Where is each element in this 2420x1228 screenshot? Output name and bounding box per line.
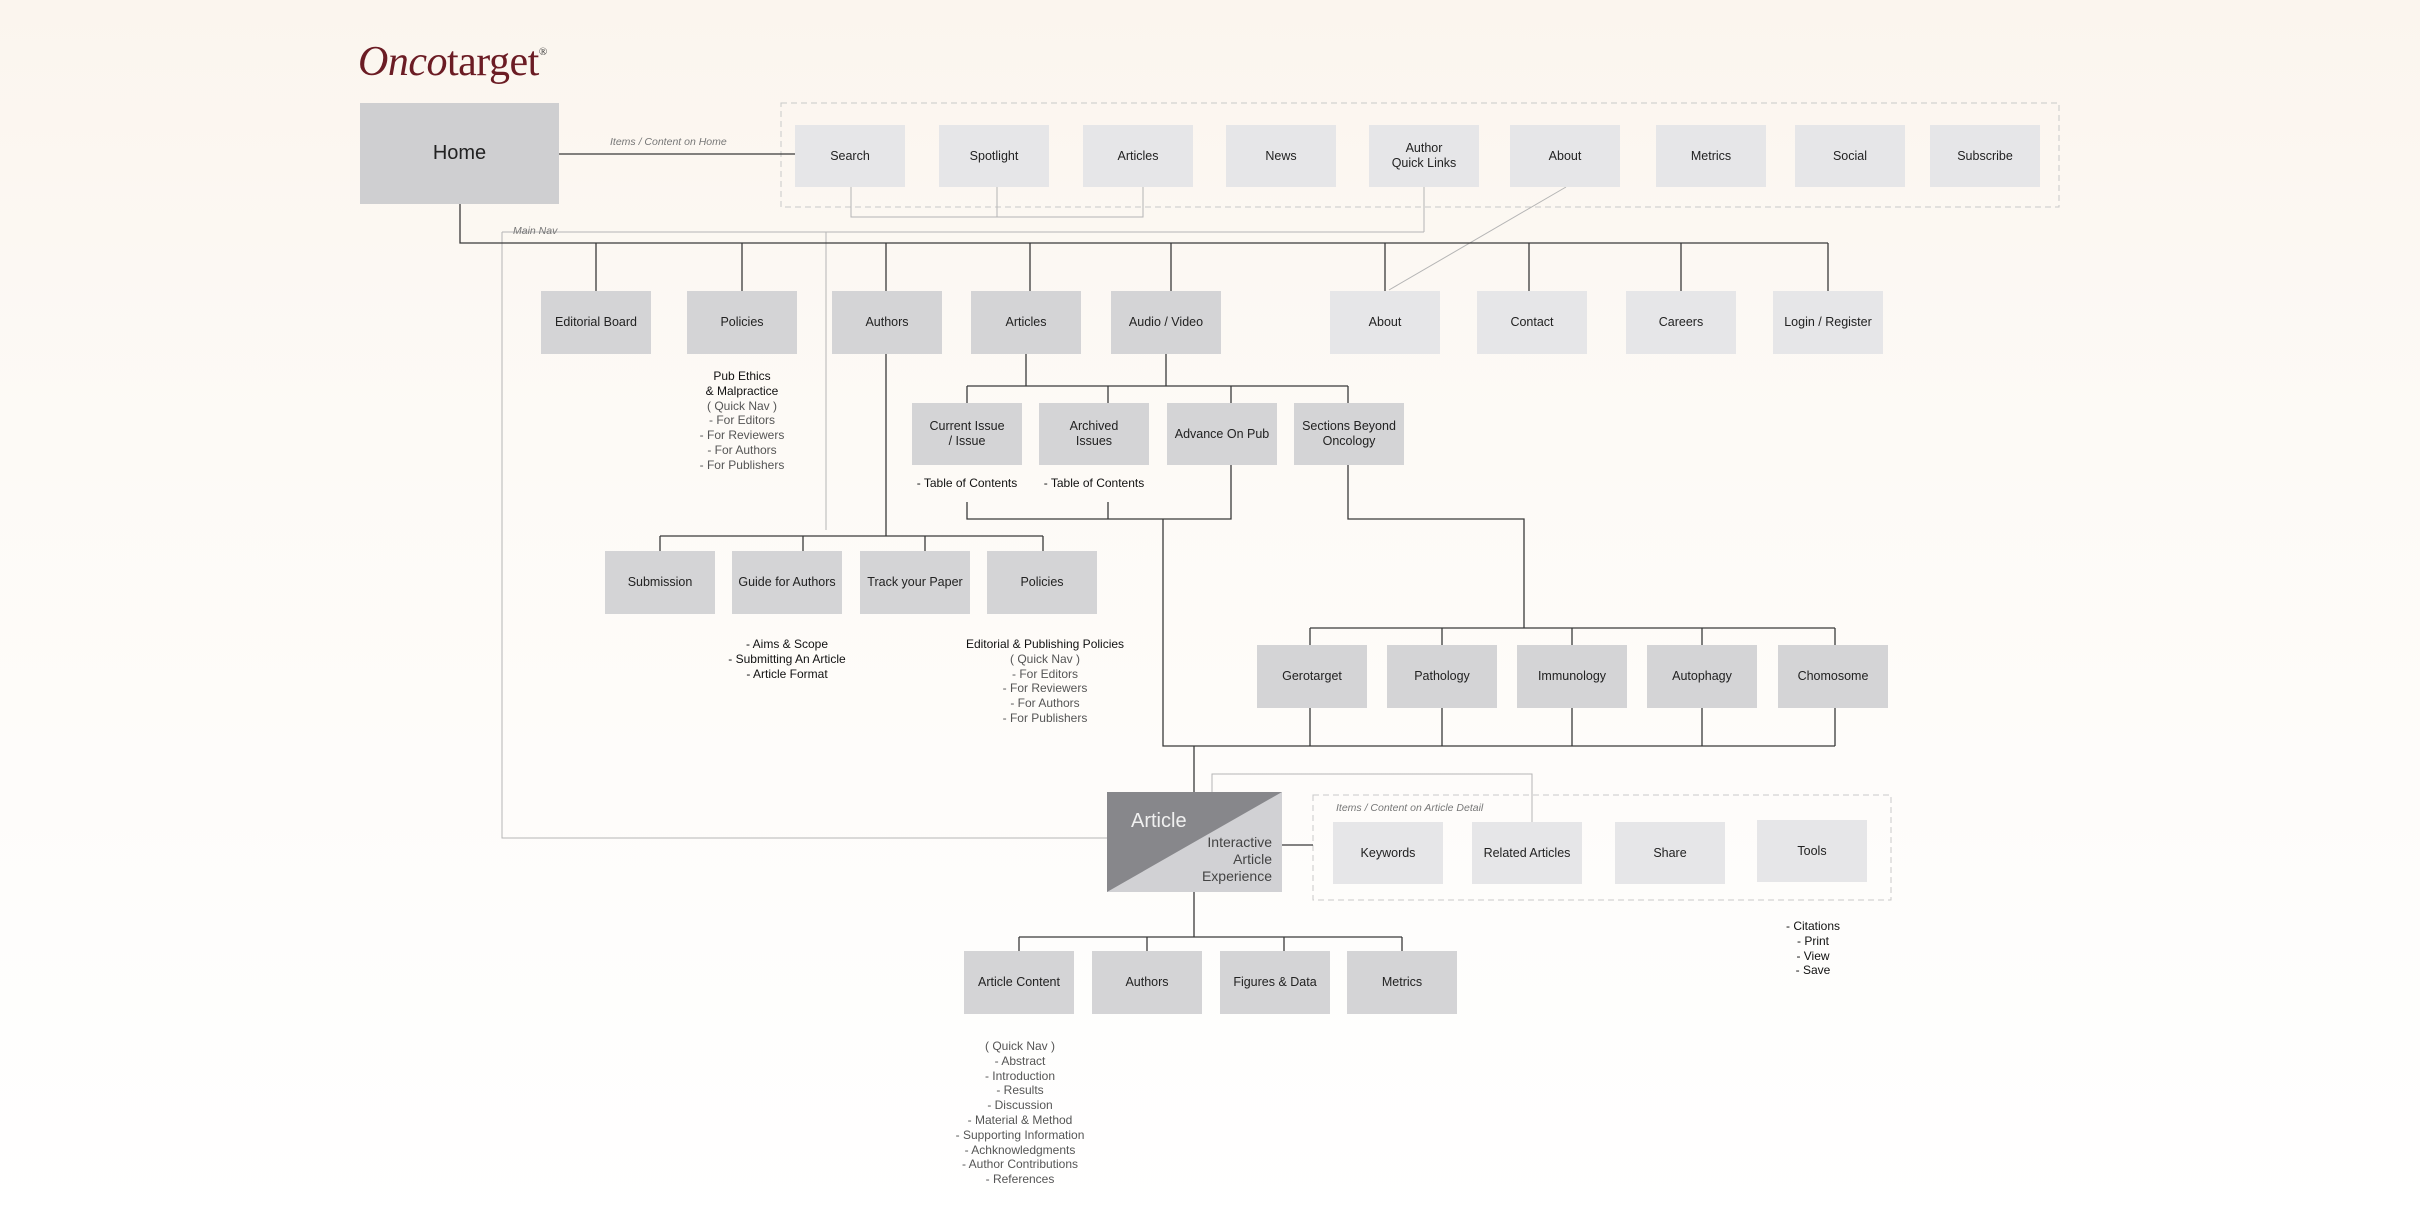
node-articles[interactable]: Articles [971,291,1081,354]
notes-current-issue: - Table of Contents [916,476,1018,490]
node-chomosome[interactable]: Chomosome [1778,645,1888,708]
node-home-news[interactable]: News [1226,125,1336,187]
node-archived-issues[interactable]: Archived Issues [1039,403,1149,465]
node-immunology[interactable]: Immunology [1517,645,1627,708]
oncotarget-logo[interactable]: Oncotarget® [358,39,547,85]
node-share[interactable]: Share [1615,822,1725,884]
node-home-about[interactable]: About [1510,125,1620,187]
node-authors-policies[interactable]: Policies [987,551,1097,614]
node-login-register[interactable]: Login / Register [1773,291,1883,354]
node-advance-on-pub[interactable]: Advance On Pub [1167,403,1277,465]
node-article-content[interactable]: Article Content [964,951,1074,1014]
node-home-articles[interactable]: Articles [1083,125,1193,187]
node-audio-video[interactable]: Audio / Video [1111,291,1221,354]
article-subtitle: Interactive Article Experience [1201,834,1272,884]
node-article[interactable]: Article Interactive Article Experience [1107,792,1282,892]
node-home-metrics[interactable]: Metrics [1656,125,1766,187]
main-nav-caption: Main Nav [513,225,558,237]
home-items-caption: Items / Content on Home [610,136,727,148]
notes-article-content: ( Quick Nav ) - Abstract - Introduction … [955,1039,1085,1187]
node-home-author-quick-links[interactable]: Author Quick Links [1369,125,1479,187]
notes-policies: Pub Ethics & Malpractice ( Quick Nav ) -… [699,369,785,472]
node-home-search[interactable]: Search [795,125,905,187]
notes-tools: - Citations - Print - View - Save [1785,919,1841,978]
node-about[interactable]: About [1330,291,1440,354]
node-article-authors[interactable]: Authors [1092,951,1202,1014]
node-related-articles[interactable]: Related Articles [1472,822,1582,884]
node-sections-beyond-oncology[interactable]: Sections Beyond Oncology [1294,403,1404,465]
node-contact[interactable]: Contact [1477,291,1587,354]
node-figures-data[interactable]: Figures & Data [1220,951,1330,1014]
node-keywords[interactable]: Keywords [1333,822,1443,884]
node-careers[interactable]: Careers [1626,291,1736,354]
node-home[interactable]: Home [360,103,559,204]
notes-guide-for-authors: - Aims & Scope - Submitting An Article -… [728,637,846,681]
node-submission[interactable]: Submission [605,551,715,614]
notes-authors-policies: Editorial & Publishing Policies ( Quick … [965,637,1125,725]
node-article-metrics[interactable]: Metrics [1347,951,1457,1014]
node-home-spotlight[interactable]: Spotlight [939,125,1049,187]
notes-archived-issues: - Table of Contents [1043,476,1145,490]
node-guide-for-authors[interactable]: Guide for Authors [732,551,842,614]
node-autophagy[interactable]: Autophagy [1647,645,1757,708]
article-title: Article [1131,810,1187,832]
node-policies[interactable]: Policies [687,291,797,354]
node-current-issue[interactable]: Current Issue / Issue [912,403,1022,465]
article-items-caption: Items / Content on Article Detail [1336,802,1484,814]
node-pathology[interactable]: Pathology [1387,645,1497,708]
node-editorial-board[interactable]: Editorial Board [541,291,651,354]
node-track-your-paper[interactable]: Track your Paper [860,551,970,614]
node-home-social[interactable]: Social [1795,125,1905,187]
node-authors[interactable]: Authors [832,291,942,354]
node-gerotarget[interactable]: Gerotarget [1257,645,1367,708]
node-home-subscribe[interactable]: Subscribe [1930,125,2040,187]
node-tools[interactable]: Tools [1757,820,1867,882]
article-diagonal-graphic [1107,792,1282,892]
